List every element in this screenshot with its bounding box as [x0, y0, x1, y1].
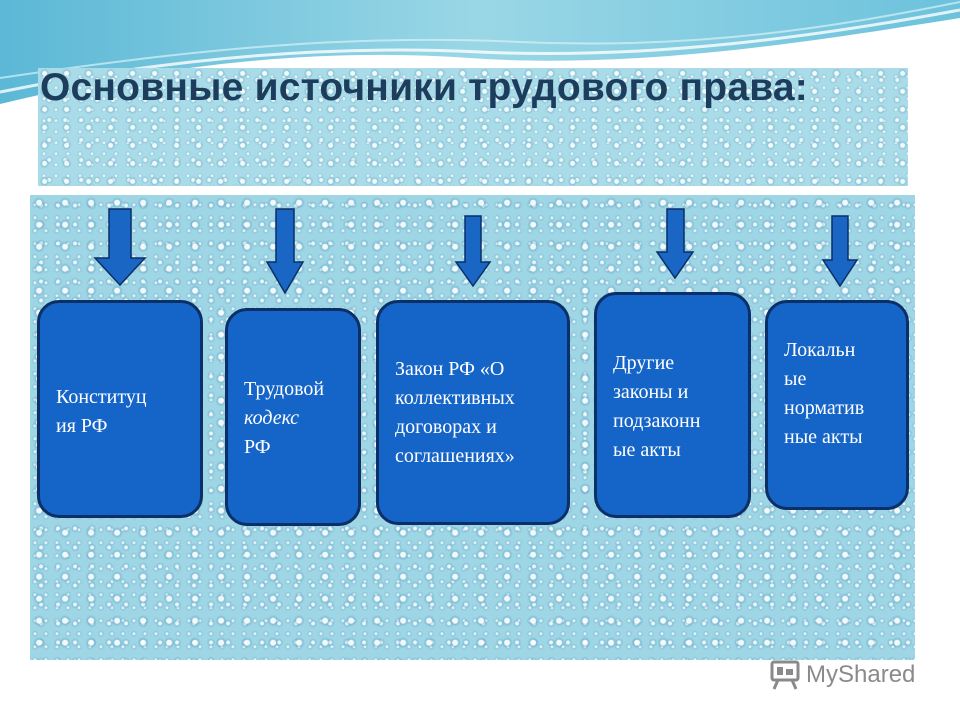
source-box-collective-agreements-law: Закон РФ «О коллективных договорах и сог… — [376, 300, 570, 525]
box-line: ые акты — [613, 439, 681, 461]
box-line: Локальн — [784, 339, 856, 361]
box-line: соглашениях» — [395, 445, 515, 467]
box-line: коллективных — [395, 387, 515, 409]
slide-title: Основные источники трудового права: — [40, 66, 808, 109]
box-line: договорах и — [395, 416, 497, 438]
title-panel — [38, 68, 908, 186]
decorative-wave — [0, 0, 960, 104]
box-line: подзаконн — [613, 410, 701, 432]
source-box-other-laws: Другие законы и подзаконн ые акты — [594, 292, 751, 518]
box-line: РФ — [244, 436, 271, 458]
box-line: законы и — [613, 381, 689, 403]
box-line: Другие — [613, 352, 675, 374]
source-box-labor-code: Трудовой кодекс РФ — [225, 308, 361, 526]
box-line: Конституц — [56, 386, 147, 408]
box-line: ия РФ — [56, 415, 108, 437]
myshared-logo[interactable]: MyShared — [768, 658, 928, 692]
box-line: ные акты — [784, 426, 863, 448]
source-box-constitution: Конституц ия РФ — [37, 300, 203, 518]
box-line: Закон РФ «О — [395, 358, 505, 380]
box-line: Трудовой — [244, 378, 325, 400]
box-line: норматив — [784, 397, 865, 419]
presentation-board-icon — [770, 660, 800, 690]
box-line: ые — [784, 368, 807, 390]
logo-text: MyShared — [806, 661, 916, 688]
source-box-local-acts: Локальн ые норматив ные акты — [765, 300, 909, 510]
box-line: кодекс — [244, 407, 300, 429]
